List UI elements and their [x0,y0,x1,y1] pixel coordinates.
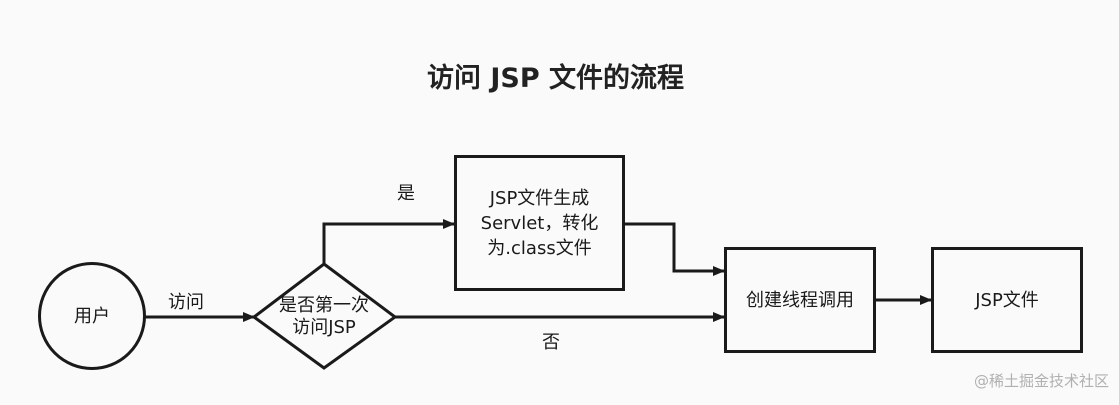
create-thread-node: 创建线程调用 [724,247,876,353]
diagram-title: 访问 JSP 文件的流程 [426,63,685,94]
decision-label-line2: 访问JSP [292,317,356,338]
edge-generate-to-thread [625,222,725,276]
create-thread-label: 创建线程调用 [746,289,854,311]
edge-yes [322,219,455,264]
generate-label-line3: 为.class文件 [487,237,592,259]
decision-label-line1: 是否第一次 [279,295,369,316]
jsp-file-label: JSP文件 [975,289,1039,311]
jsp-file-node: JSP文件 [931,247,1083,353]
user-node: 用户 [38,262,146,370]
edge-label-no: 否 [542,332,560,353]
edge-label-visit: 访问 [168,292,204,313]
generate-label-line1: JSP文件生成 [489,187,590,209]
user-label: 用户 [74,305,110,327]
watermark: @稀土掘金技术社区 [973,372,1109,390]
edge-label-yes: 是 [397,183,415,204]
decision-diamond [251,262,398,370]
generate-servlet-node: JSP文件生成 Servlet，转化 为.class文件 [454,155,625,291]
generate-label-line2: Servlet，转化 [480,212,599,234]
decision-label: 是否第一次 访问JSP [264,295,384,339]
